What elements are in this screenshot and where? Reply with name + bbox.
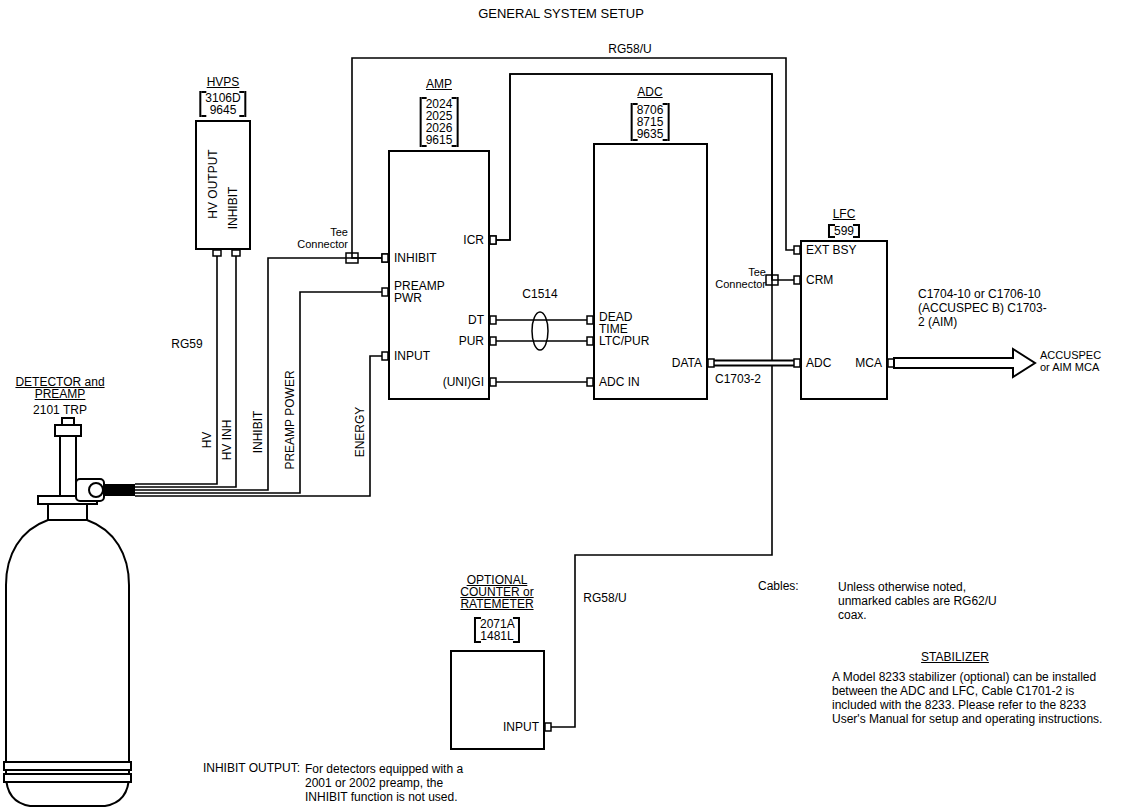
port-stub (490, 337, 496, 345)
cable-connector (708, 363, 800, 364)
cable-label: RG58/U (607, 43, 652, 55)
model-numbers: 3106D 9645 (199, 91, 246, 117)
cable-label: HV INH (221, 419, 233, 462)
unit-heading: LFC (833, 208, 856, 220)
cable-label: C1703-2 (714, 373, 762, 385)
unit-heading: DETECTOR and PREAMP (15, 376, 105, 400)
connector-label: Tee Connector (708, 266, 766, 290)
preamp-cap (55, 425, 81, 436)
cable-line (490, 381, 593, 383)
note-text: For detectors equipped with a 2001 or 20… (305, 762, 477, 804)
preamp-knob (62, 418, 74, 425)
port-label: EXT BSY (806, 244, 856, 256)
equipment-box: LFC599EXT BSYCRMADCMCA (800, 240, 888, 400)
cable-line (135, 250, 217, 484)
port-stub (490, 236, 496, 244)
port-label: INPUT (503, 721, 539, 733)
unit-heading: AMP (426, 78, 452, 90)
port-label: MCA (855, 357, 882, 369)
port-stub (490, 316, 496, 324)
port-stub (232, 250, 240, 256)
output-arrow (894, 349, 1035, 377)
port-label: INHIBIT (394, 252, 437, 264)
note-heading: STABILIZER (921, 651, 989, 663)
port-label: DT (468, 314, 484, 326)
cable-label: ENERGY (354, 406, 366, 459)
cable-connector (135, 292, 388, 493)
equipment-box: HVPS3106D 9645HV OUTPUTINHIBIT (195, 120, 251, 250)
cable-note: C1704-10 or C1706-10 (ACCUSPEC B) C1703-… (918, 287, 1053, 329)
note-heading: INHIBIT OUTPUT: (203, 762, 300, 774)
port-label: LTC/PUR (599, 335, 649, 347)
port-stub (708, 359, 714, 367)
detector-dewar-illustration (0, 370, 135, 810)
cable-connector (135, 250, 217, 484)
cable-line (135, 292, 388, 493)
note-text: A Model 8233 stabilizer (optional) can b… (832, 670, 1114, 726)
port-stub (545, 723, 551, 731)
model-numbers: 2071A 1481L (474, 617, 520, 643)
cable-connector (490, 74, 772, 727)
model-numbers: 599 (828, 224, 860, 238)
port-label: PUR (459, 335, 484, 347)
cable-type-label: C1514 (522, 288, 557, 300)
preamp-body (60, 432, 76, 496)
port-label: ADC IN (599, 376, 640, 388)
model-numbers: 8706 8715 9635 (631, 103, 670, 141)
cable-core (708, 362, 800, 365)
cable-line (490, 74, 772, 727)
preamp-housing (76, 479, 104, 501)
port-label: ICR (463, 234, 484, 246)
port-label: ADC (806, 357, 831, 369)
port-label: PREAMP PWR (394, 280, 444, 304)
cable-connector (135, 356, 388, 496)
note-text: Unless otherwise noted, unmarked cables … (838, 580, 1018, 622)
cable-line (708, 360, 800, 367)
cable-label: INHIBIT (252, 410, 264, 455)
cable-line (490, 340, 593, 342)
connector-label: Tee Connector (288, 226, 348, 250)
port-label: DEAD TIME (599, 311, 632, 335)
panel-label: HV OUTPUT (207, 149, 219, 218)
port-label: CRM (806, 274, 833, 286)
equipment-box: AMP2024 2025 2026 9615ICRINHIBITPREAMP P… (388, 150, 490, 400)
port-label: INPUT (394, 350, 430, 362)
unit-heading: HVPS (207, 76, 240, 88)
port-stub (490, 378, 496, 386)
dewar-band (4, 762, 131, 770)
port-stub (213, 250, 221, 256)
port-stub (490, 236, 496, 244)
cable-connector (490, 320, 593, 321)
diagram-title: GENERAL SYSTEM SETUP (478, 8, 644, 20)
unit-heading: ADC (637, 86, 662, 98)
cable-connector (490, 341, 593, 342)
cable-line (135, 356, 388, 496)
cable-label: HV (201, 431, 213, 450)
dewar-neck (48, 504, 87, 520)
port-label: (UNI)GI (443, 376, 484, 388)
cable-connector (490, 382, 593, 383)
cable-label: RG58/U (582, 592, 627, 604)
detector-group: DETECTOR and PREAMP 2101 TRP (0, 370, 135, 810)
equipment-box: OPTIONAL COUNTER or RATEMETER2071A 1481L… (450, 650, 545, 750)
cable-line (490, 319, 593, 321)
cable-line (135, 250, 236, 487)
cable-bundle-loop (532, 312, 548, 350)
destination-label: ACCUSPEC or AIM MCA (1040, 349, 1112, 373)
note-heading: Cables: (758, 580, 799, 592)
cable-bundle (103, 484, 135, 496)
model-numbers: 2024 2025 2026 9615 (420, 97, 459, 147)
equipment-box: ADC8706 8715 9635DEAD TIMELTC/PURDATAADC… (593, 143, 708, 400)
cable-label: PREAMP POWER (284, 369, 296, 470)
panel-label: INHIBIT (227, 187, 239, 230)
unit-heading: OPTIONAL COUNTER or RATEMETER (456, 574, 538, 610)
cable-connector (135, 250, 236, 487)
port-label: DATA (672, 357, 702, 369)
dewar-band (4, 774, 131, 782)
model-numbers: 2101 TRP (33, 404, 87, 416)
cable-type-label: RG59 (171, 338, 202, 350)
preamp-connector (89, 483, 103, 497)
